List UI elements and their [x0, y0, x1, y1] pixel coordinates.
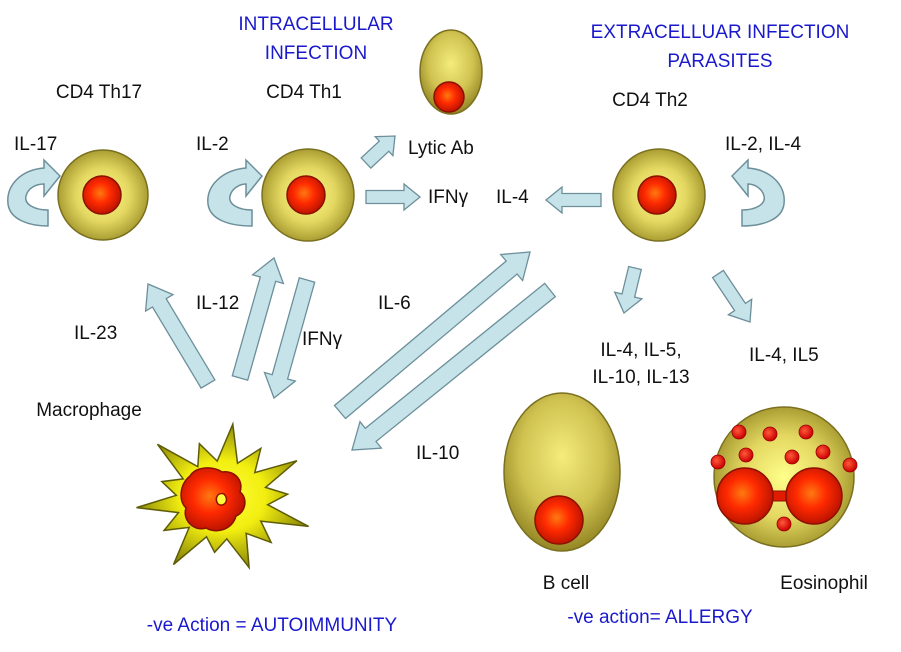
cell-name-eosinophil: Eosinophil — [780, 573, 868, 594]
nucleus-macrophage — [180, 467, 246, 532]
label-il17: IL-17 — [14, 134, 57, 155]
label-eos-cytokines: IL-4, IL5 — [749, 345, 819, 366]
label-il12: IL-12 — [196, 293, 239, 314]
caption-allergy: -ve action= ALLERGY — [567, 607, 753, 628]
nucleus-th2 — [637, 175, 677, 215]
caption-autoimmunity: -ve Action = AUTOIMMUNITY — [147, 615, 398, 636]
nucleus-lytic-ab — [433, 81, 465, 113]
label-bcell-cytokines-line2: IL-10, IL-13 — [592, 367, 689, 388]
cell-th2 — [612, 148, 706, 242]
autocrine-loop-il2 — [207, 158, 264, 227]
arrow-macrophage-to-th2-il6 — [333, 251, 531, 420]
label-il2-il4: IL-2, IL-4 — [725, 134, 801, 155]
arrow-th2-to-il4 — [544, 185, 602, 215]
arrow-th1-to-macrophage-ifng — [263, 276, 316, 400]
signal-arrows — [144, 135, 753, 451]
cell-th17 — [57, 149, 149, 241]
cell-eosinophil — [710, 406, 858, 548]
autocrine-loop-il17 — [7, 158, 62, 227]
cell-macrophage — [136, 421, 309, 571]
eosinophil-nucleus-right — [785, 467, 843, 525]
label-lytic-ab: Lytic Ab — [408, 138, 474, 159]
cell-lytic-ab — [419, 29, 483, 115]
label-ifng-down: IFNγ — [302, 329, 343, 350]
cell-name-th2: CD4 Th2 — [612, 90, 688, 111]
label-il23: IL-23 — [74, 323, 117, 344]
label-il4-center: IL-4 — [496, 187, 529, 208]
nucleus-b-cell — [534, 495, 584, 545]
autocrine-loop-il2-il4 — [730, 158, 785, 227]
label-il2: IL-2 — [196, 134, 229, 155]
label-ifng-right: IFNγ — [428, 187, 469, 208]
heading-extracellular-line2: PARASITES — [667, 51, 772, 72]
heading-extracellular-line1: EXTRACELLUAR INFECTION — [591, 22, 850, 43]
cell-name-th1: CD4 Th1 — [266, 82, 342, 103]
cell-b-cell — [503, 392, 621, 552]
cell-name-macrophage: Macrophage — [36, 400, 142, 421]
label-bcell-cytokines-line1: IL-4, IL-5, — [600, 340, 681, 361]
macrophage-burst — [136, 421, 309, 571]
eosinophil-granules — [710, 424, 858, 532]
nucleus-th17 — [82, 175, 122, 215]
arrow-th2-to-macrophage-il10 — [351, 282, 557, 451]
heading-intracellular-line1: INTRACELLULAR — [238, 14, 393, 35]
arrow-macrophage-to-th17 — [144, 283, 216, 389]
arrow-th1-to-ifng — [365, 182, 422, 212]
label-il6: IL-6 — [378, 293, 411, 314]
arrow-macrophage-to-th1-il12 — [231, 256, 285, 382]
cell-name-b-cell: B cell — [543, 573, 589, 594]
arrow-th1-to-lytic-ab — [360, 135, 396, 170]
eosinophil-nucleus-left — [716, 467, 774, 525]
label-il10: IL-10 — [416, 443, 459, 464]
arrow-th2-to-bcell-cytokines — [613, 265, 644, 315]
heading-intracellular-line2: INFECTION — [265, 43, 367, 64]
cell-name-th17: CD4 Th17 — [56, 82, 142, 103]
arrow-th2-to-eos-cytokines — [711, 269, 753, 323]
nucleus-th1 — [286, 175, 326, 215]
cell-th1 — [261, 148, 355, 242]
